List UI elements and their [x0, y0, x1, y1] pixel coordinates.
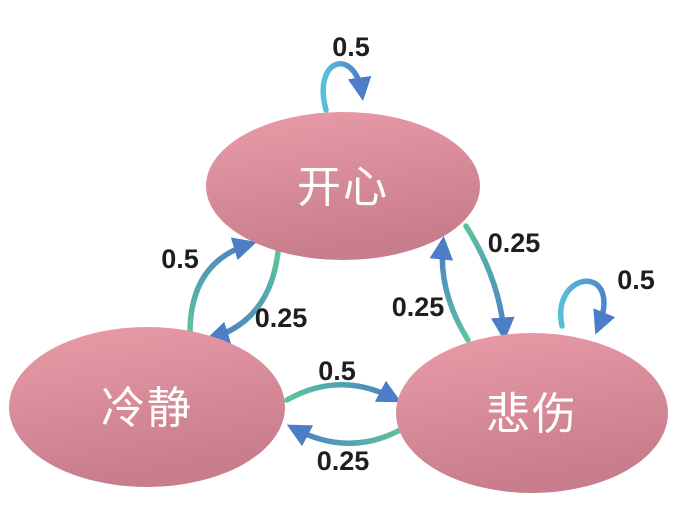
edge-label-happy-sad: 0.25: [488, 228, 541, 258]
edge-label-calm-sad: 0.5: [318, 356, 356, 386]
node-happy: [206, 112, 480, 260]
node-calm: [9, 327, 285, 487]
edge-happy-to-sad: [463, 223, 515, 342]
edge-sad-to-sad: [557, 278, 616, 335]
edge-label-happy-calm: 0.25: [255, 303, 308, 333]
node-sad: [396, 333, 668, 493]
edge-calm-to-happy: [187, 237, 257, 336]
edge-label-sad-calm: 0.25: [317, 446, 370, 476]
edge-label-sad-happy: 0.25: [392, 292, 445, 322]
edge-label-sad-sad: 0.5: [617, 265, 655, 295]
edge-calm-to-sad: [284, 380, 402, 403]
edge-happy-to-happy: [320, 61, 372, 113]
edge-sad-to-happy: [429, 235, 471, 343]
edge-label-happy-happy: 0.5: [332, 32, 370, 62]
node-sad-label: 悲伤: [486, 390, 578, 439]
edge-sad-to-calm: [286, 424, 405, 447]
node-calm-label: 冷静: [101, 384, 193, 433]
edge-happy-to-calm: [205, 249, 281, 345]
edge-label-calm-happy: 0.5: [161, 244, 199, 274]
node-happy-label: 开心: [297, 163, 389, 212]
